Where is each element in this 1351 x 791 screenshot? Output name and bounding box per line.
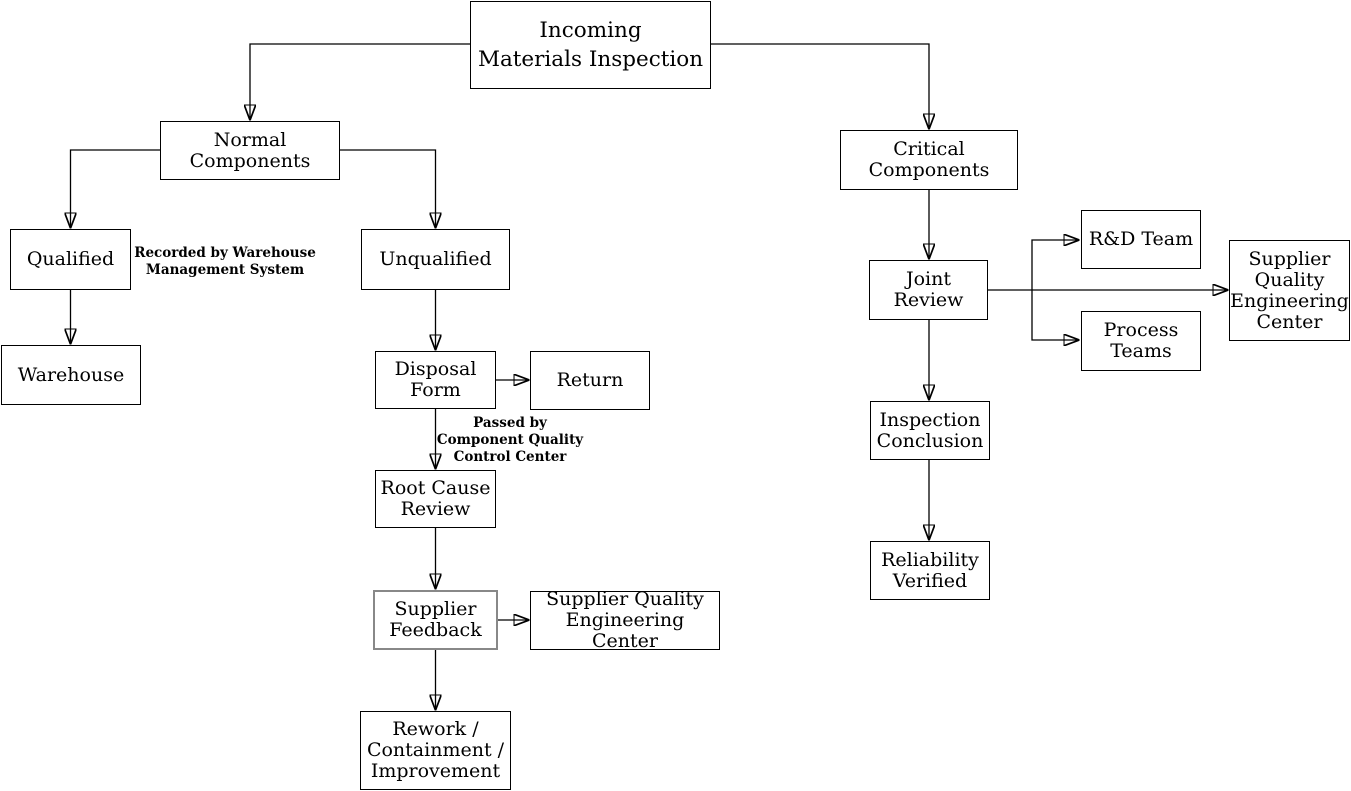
edge-incoming-critical	[711, 43, 929, 128]
edge-jointreview-processteams	[1031, 290, 1078, 340]
node-incoming-materials-inspection: Incoming Materials Inspection	[470, 1, 711, 89]
node-qualified: Qualified	[10, 229, 131, 290]
node-label: Disposal Form	[394, 358, 477, 401]
node-label: Rework / Containment / Improvement	[366, 718, 505, 782]
node-label: Inspection Conclusion	[876, 408, 984, 452]
node-reliability-verified: Reliability Verified	[870, 541, 990, 600]
node-process-teams: Process Teams	[1081, 311, 1201, 371]
annotation-passed-by-component-quality: Passed by Component Quality Control Cent…	[436, 415, 584, 465]
node-warehouse: Warehouse	[1, 345, 141, 405]
node-label: Unqualified	[379, 248, 492, 270]
node-rework-containment-improvement: Rework / Containment / Improvement	[360, 711, 511, 790]
node-label: Supplier Quality Engineering Center	[1230, 247, 1349, 333]
node-label: Joint Review	[893, 268, 964, 311]
edge-incoming-normal	[250, 43, 470, 119]
node-label: R&D Team	[1088, 228, 1194, 250]
node-supplier-feedback: Supplier Feedback	[373, 590, 498, 650]
edge-normal-unqualified	[340, 149, 436, 227]
node-label: Supplier Feedback	[389, 598, 482, 641]
edge-normal-qualified	[71, 149, 160, 227]
node-label: Qualified	[26, 248, 115, 270]
node-label: Warehouse	[17, 363, 125, 386]
node-joint-review: Joint Review	[869, 260, 988, 320]
edge-jointreview-rdteam	[1031, 240, 1078, 290]
node-label: Supplier Quality Engineering Center	[546, 588, 704, 652]
node-label: Normal Components	[189, 128, 311, 172]
node-rd-team: R&D Team	[1081, 210, 1201, 269]
node-label: Root Cause Review	[380, 477, 491, 520]
node-label: Process Teams	[1103, 319, 1179, 362]
node-label: Reliability Verified	[881, 548, 979, 592]
node-supplier-quality-engineering-center-left: Supplier Quality Engineering Center	[530, 588, 720, 652]
node-normal-components: Normal Components	[160, 121, 340, 180]
node-unqualified: Unqualified	[361, 229, 510, 290]
node-critical-components: Critical Components	[840, 130, 1018, 190]
node-label: Incoming Materials Inspection	[477, 18, 704, 72]
node-root-cause-review: Root Cause Review	[375, 470, 496, 528]
node-return: Return	[530, 351, 650, 410]
node-label: Return	[556, 369, 624, 391]
node-inspection-conclusion: Inspection Conclusion	[870, 401, 990, 460]
node-supplier-quality-engineering-center-right: Supplier Quality Engineering Center	[1229, 240, 1350, 341]
node-disposal-form: Disposal Form	[375, 351, 496, 409]
node-label: Critical Components	[868, 138, 990, 181]
annotation-recorded-by-warehouse: Recorded by Warehouse Management System	[134, 245, 316, 278]
